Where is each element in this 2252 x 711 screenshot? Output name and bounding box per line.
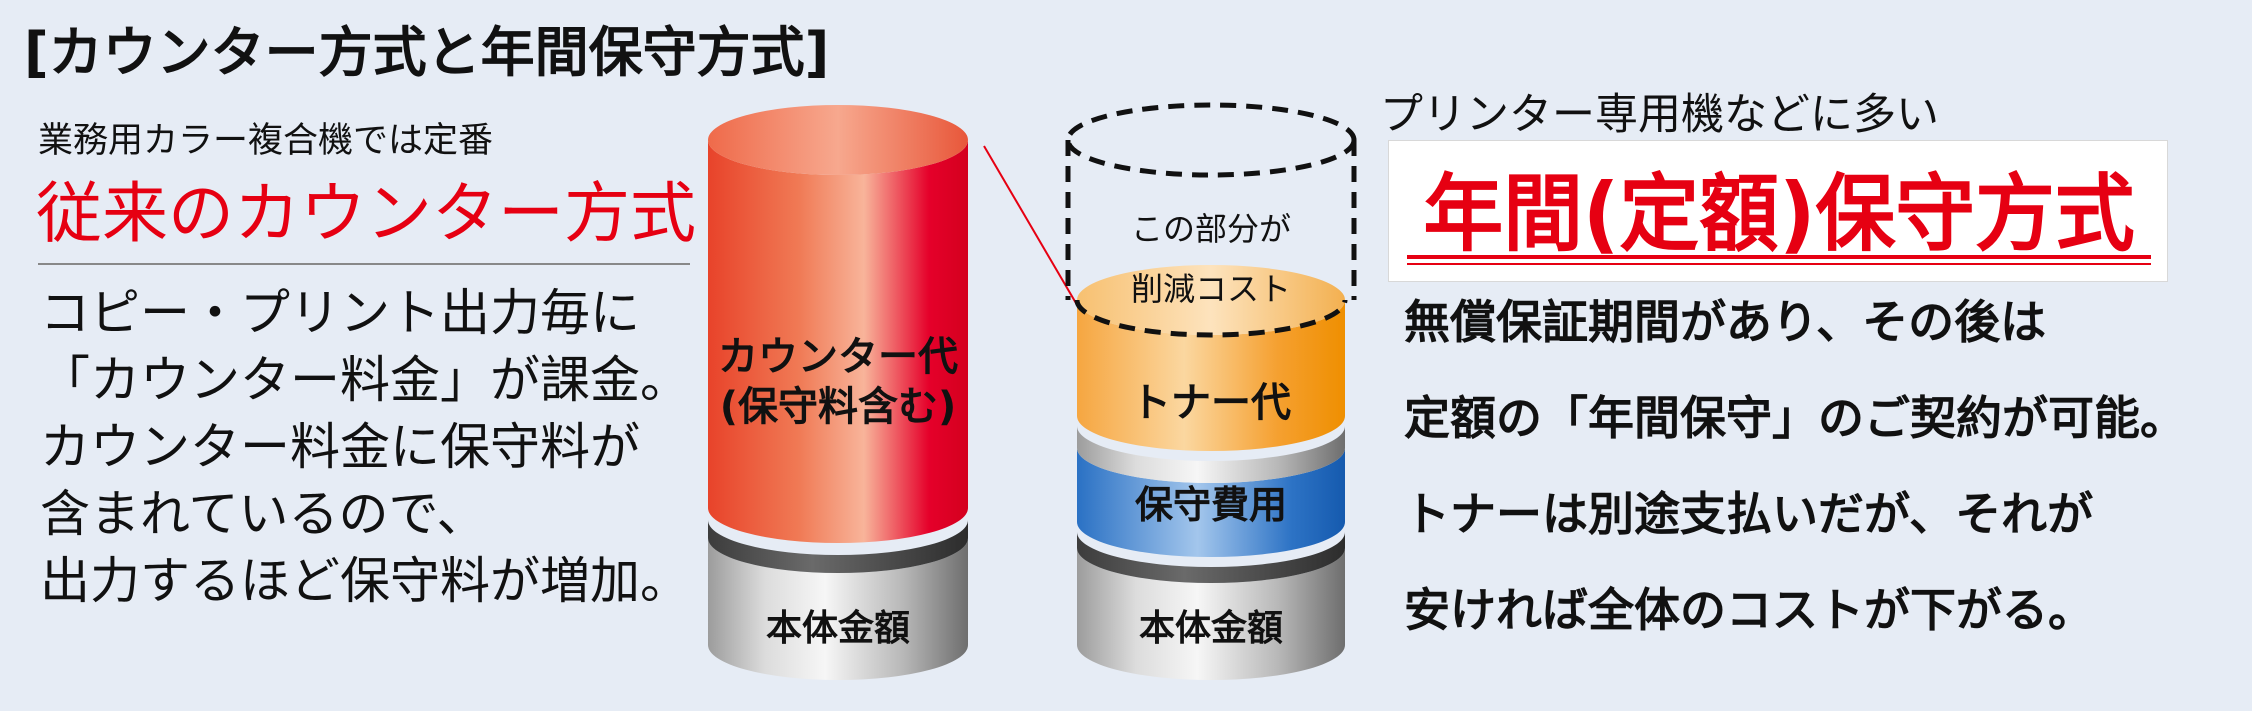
toner-segment <box>1077 300 1345 451</box>
counter-method-cylinder <box>708 105 1081 680</box>
maintenance-label: 保守費用 <box>1135 483 1287 527</box>
reduced-cost-outline <box>1065 102 1357 338</box>
divider <box>38 263 690 265</box>
description-line: 安ければ全体のコストが下がる。 <box>1404 583 2094 637</box>
base-label: 本体金額 <box>1139 607 1283 649</box>
separator-band <box>708 520 968 573</box>
description-line: 出力するほど保守料が増加。 <box>40 552 690 610</box>
counter-method-description: コピー・プリント出力毎に 「カウンター料金」が課金。 カウンター料金に保守料が … <box>40 280 690 615</box>
base-segment <box>1077 548 1345 680</box>
reduced-cost-label: 削減コスト <box>1131 270 1291 308</box>
description-line: 無償保証期間があり、その後は <box>1404 295 2047 349</box>
counter-method-heading: 従来のカウンター方式 <box>36 175 696 252</box>
description-line: コピー・プリント出力毎に <box>40 284 640 342</box>
counter-fee-top <box>708 105 968 175</box>
separator-band <box>1077 532 1345 583</box>
separator-band <box>1077 426 1345 483</box>
toner-label: トナー代 <box>1131 380 1291 426</box>
counter-method-subtitle: 業務用カラー複合機では定番 <box>38 121 494 161</box>
heading-underline <box>1407 255 2151 259</box>
annual-method-heading-box: 年間(定額)保守方式 <box>1388 140 2168 282</box>
description-line: カウンター料金に保守料が <box>40 418 640 476</box>
description-line: トナーは別途支払いだが、それが <box>1404 487 2094 541</box>
toner-top <box>1077 265 1345 335</box>
description-line: 含まれているので、 <box>40 485 487 543</box>
annual-method-subtitle: プリンター専用機などに多い <box>1380 90 1939 140</box>
description-line: 「カウンター料金」が課金。 <box>40 351 690 409</box>
maintenance-segment <box>1077 448 1345 557</box>
counter-fee-segment <box>708 140 968 543</box>
reduced-cost-label: この部分が <box>1131 210 1291 248</box>
connector-line <box>983 145 1081 311</box>
description-line: 定額の「年間保守」のご契約が可能。 <box>1404 391 2186 445</box>
heading-underline <box>1407 263 2151 265</box>
counter-fee-label: カウンター代 <box>718 334 958 380</box>
base-label: 本体金額 <box>766 607 910 649</box>
annual-method-cylinder <box>1065 102 1357 680</box>
counter-fee-label: (保守料含む) <box>720 384 957 430</box>
page-title: [カウンター方式と年間保守方式] <box>24 21 830 84</box>
annual-method-heading: 年間(定額)保守方式 <box>1423 165 2135 263</box>
base-segment <box>708 538 968 680</box>
annual-method-description: 無償保証期間があり、その後は 定額の「年間保守」のご契約が可能。 トナーは別途支… <box>1404 290 2186 674</box>
